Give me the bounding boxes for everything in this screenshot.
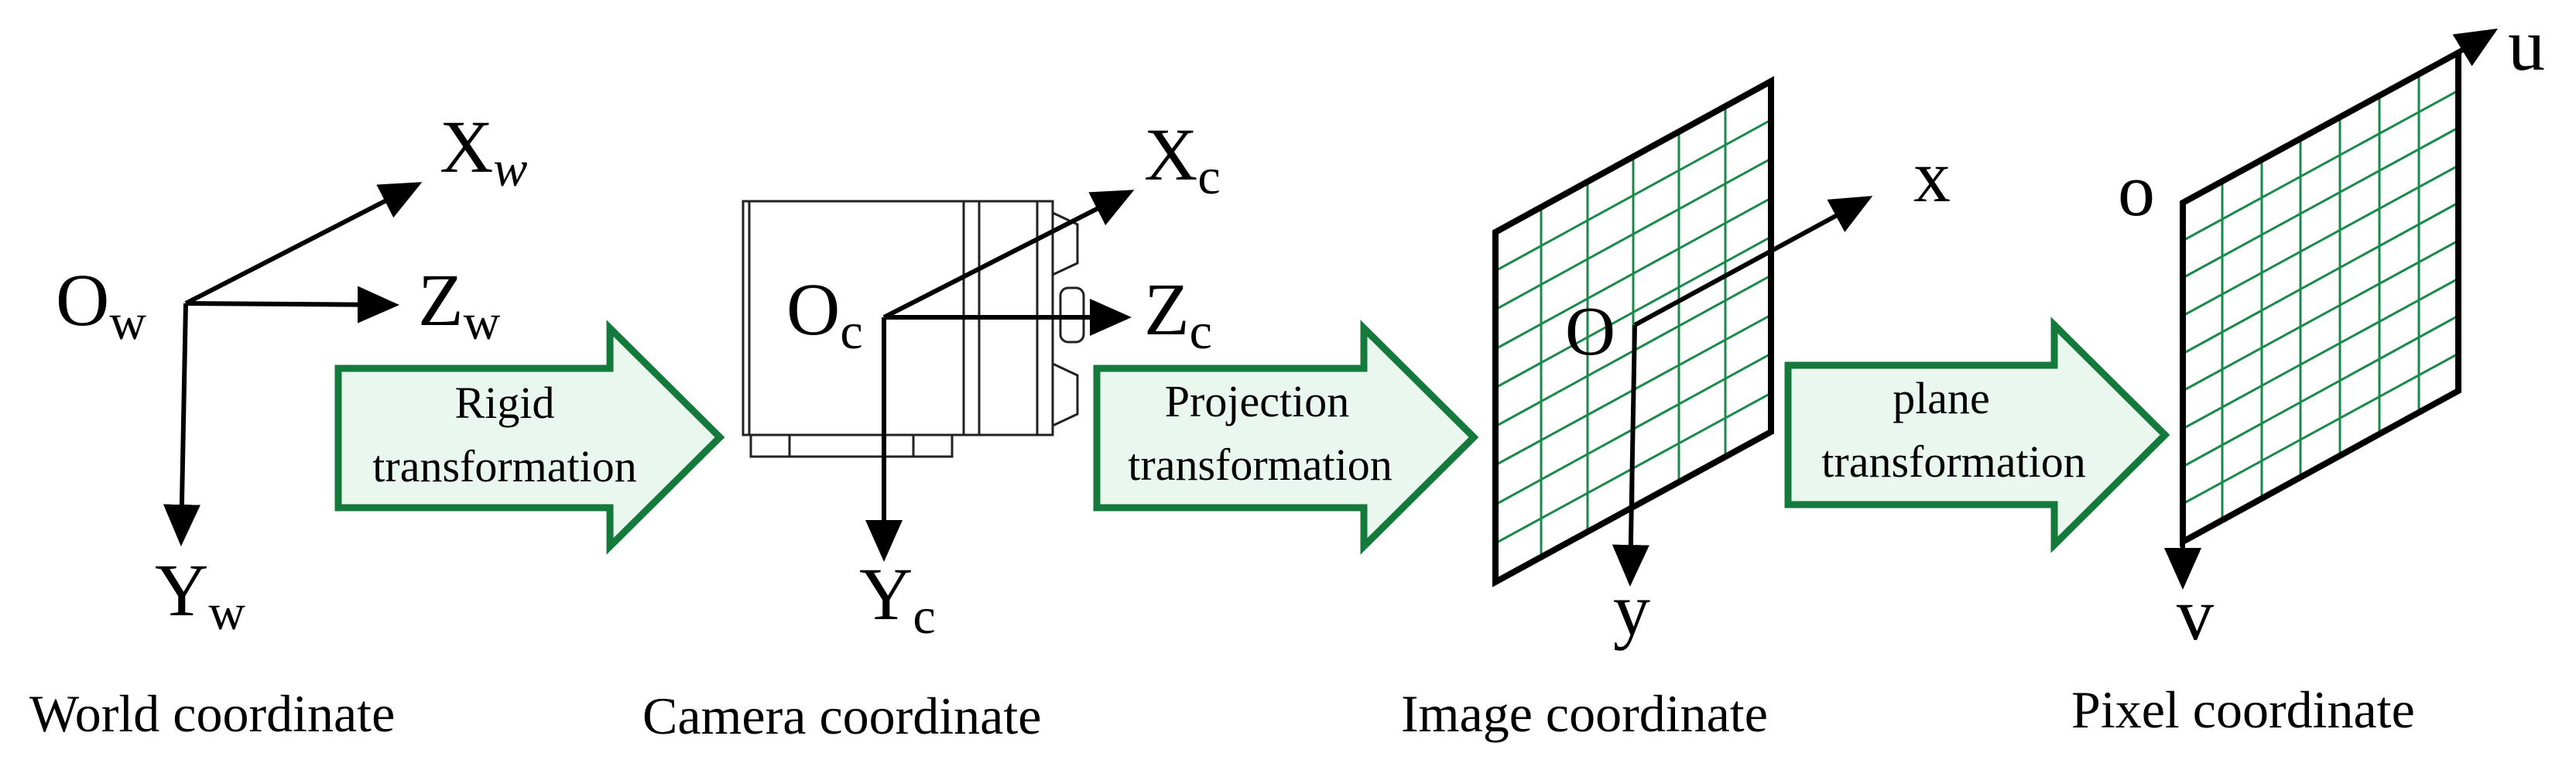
image-caption: Image coordinate bbox=[1401, 684, 1768, 743]
camera-caption: Camera coordinate bbox=[642, 686, 1041, 745]
projection-transformation-arrow: Projection transformation bbox=[1093, 320, 1479, 555]
world-y-label: Yw bbox=[155, 549, 245, 641]
camera-x-axis bbox=[882, 190, 1135, 320]
world-frame: Ow Xw Zw Yw World coordinate bbox=[29, 105, 527, 743]
world-origin-label: Ow bbox=[56, 258, 146, 351]
image-y-axis bbox=[1612, 324, 1649, 587]
pixel-u-axis bbox=[2452, 28, 2499, 67]
camera-frame: Oc Xc Zc Yc Camera coordinate bbox=[642, 113, 1221, 745]
rigid-arrow-shape bbox=[334, 320, 725, 555]
plane-transformation-arrow: plane transformation bbox=[1784, 317, 2170, 553]
pixel-origin-label: o bbox=[2118, 149, 2155, 231]
image-origin-label: O bbox=[1565, 293, 1615, 370]
rigid-transformation-arrow: Rigid transformation bbox=[334, 320, 725, 555]
plane-arrow-shape bbox=[1784, 317, 2170, 553]
pixel-plane-grid bbox=[2182, 74, 2459, 520]
image-frame: O x y Image coordinate bbox=[1401, 76, 1951, 743]
pixel-v-label: v bbox=[2177, 573, 2214, 655]
projection-arrow-line2: transformation bbox=[1128, 440, 1392, 490]
world-y-axis bbox=[163, 303, 200, 546]
rigid-arrow-line2: transformation bbox=[372, 441, 636, 491]
pixel-plane-border bbox=[2180, 47, 2461, 547]
world-caption: World coordinate bbox=[29, 684, 395, 743]
pixel-caption: Pixel coordinate bbox=[2071, 680, 2415, 739]
pixel-u-label: u bbox=[2508, 3, 2545, 86]
camera-origin-label: Oc bbox=[786, 268, 863, 360]
world-x-label: Xw bbox=[440, 105, 527, 197]
projection-arrow-line1: Projection bbox=[1165, 376, 1349, 426]
pixel-frame: o u v Pixel coordinate bbox=[2071, 3, 2545, 739]
plane-arrow-line2: transformation bbox=[1821, 436, 2085, 487]
world-x-axis bbox=[184, 182, 423, 306]
projection-arrow-shape bbox=[1093, 320, 1479, 555]
image-x-label: x bbox=[1913, 135, 1951, 217]
image-plane-border bbox=[1492, 76, 1774, 587]
image-y-label: y bbox=[1613, 568, 1650, 651]
camera-x-label: Xc bbox=[1144, 113, 1221, 205]
plane-arrow-line1: plane bbox=[1893, 373, 1990, 423]
camera-z-label: Zc bbox=[1144, 268, 1212, 360]
image-x-axis bbox=[1633, 196, 1873, 327]
world-z-axis bbox=[185, 286, 399, 323]
world-z-label: Zw bbox=[418, 258, 501, 351]
camera-y-label: Yc bbox=[859, 553, 936, 645]
rigid-arrow-line1: Rigid bbox=[455, 378, 555, 428]
